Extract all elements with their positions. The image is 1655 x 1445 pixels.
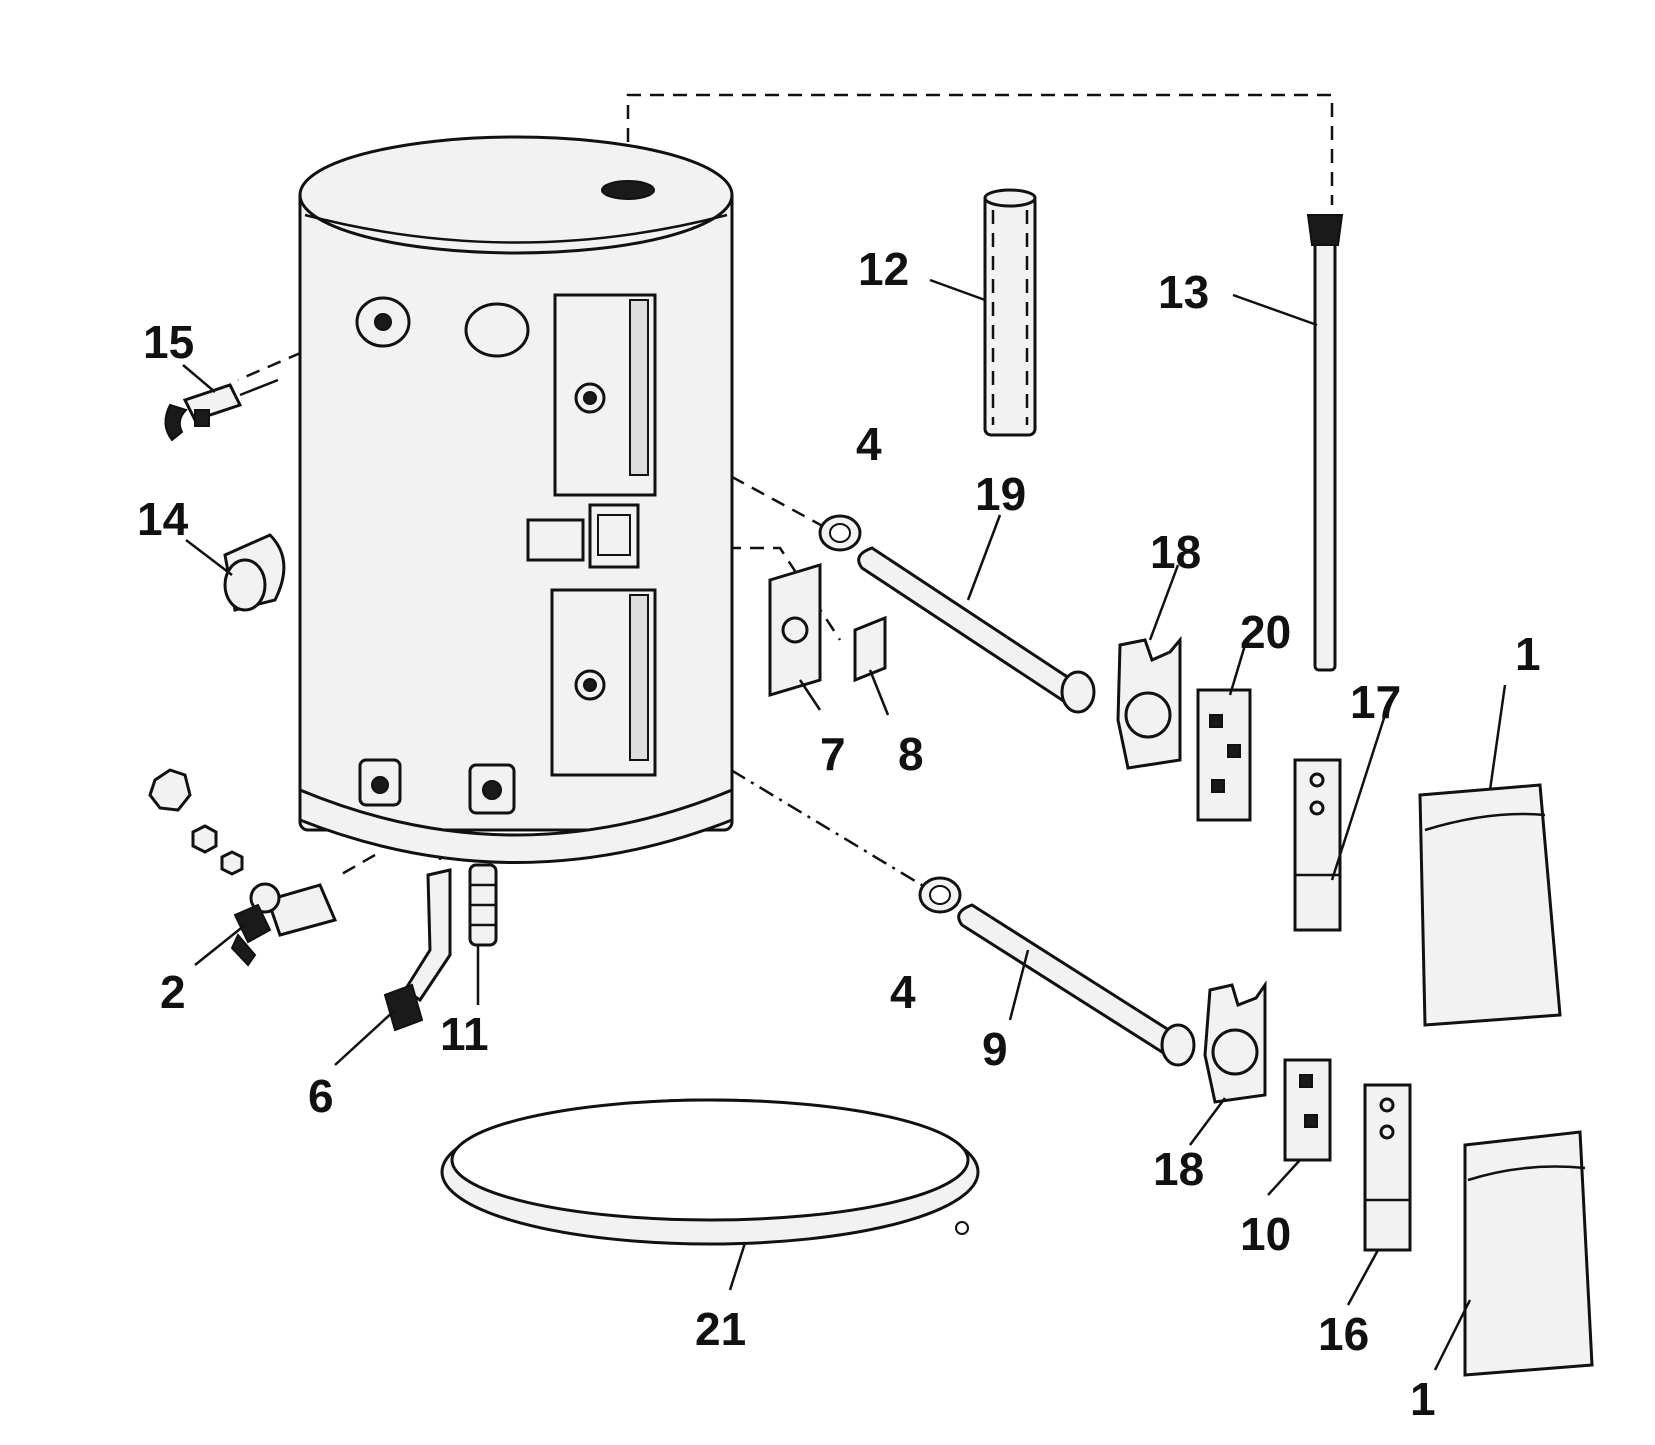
tank-shell: [298, 188, 734, 832]
water-heater-tank: [298, 135, 734, 864]
relief-valve: [164, 378, 279, 442]
tank-bottom-band: [298, 787, 734, 864]
upper-thermostat-bracket: [1116, 635, 1182, 770]
callout-13: 13: [1158, 266, 1209, 318]
relief-valve-port-hole: [374, 313, 392, 331]
inlet-port: [464, 302, 530, 358]
callout-11: 11: [440, 1008, 489, 1060]
junction-box-inner: [597, 514, 631, 556]
callout-12: 12: [858, 243, 909, 295]
upper-access-cover: [1418, 783, 1562, 1027]
coupling: [223, 533, 286, 612]
insulation-tube: [983, 188, 1037, 437]
callout-14: 14: [137, 493, 189, 545]
drain-valve-guide-line: [339, 853, 376, 877]
anode-guide-line: [626, 93, 1334, 205]
tank-top-rim: [304, 213, 728, 244]
callout-20: 20: [1240, 606, 1291, 658]
callout-7: 7: [820, 728, 846, 780]
rating-label: [526, 518, 585, 562]
leader-lines: [182, 278, 1507, 1371]
drain-valve-hardware: [148, 768, 244, 876]
outlet-nipple: [468, 863, 498, 947]
callout-1-lower: 1: [1410, 1373, 1436, 1425]
callout-18-lower: 18: [1153, 1143, 1204, 1195]
callout-17: 17: [1350, 676, 1401, 728]
drain-port-hole: [371, 776, 389, 794]
callout-6: 6: [308, 1070, 334, 1122]
wire-cover: [853, 615, 887, 683]
outlet-port-hole: [482, 780, 502, 800]
upper-heating-element: [857, 546, 1096, 714]
callout-18-upper: 18: [1150, 526, 1201, 578]
element-cover-plate: [768, 562, 822, 698]
lower-thermostat-bracket: [1203, 980, 1267, 1104]
anode-rod: [1306, 214, 1344, 672]
lower-insulation-plate: [1363, 1083, 1412, 1252]
drain-valve: [230, 882, 338, 967]
base-ring: [440, 1098, 980, 1246]
callout-15: 15: [143, 316, 194, 368]
tank-top: [298, 135, 734, 255]
callout-1-upper: 1: [1515, 628, 1541, 680]
callout-4-lower: 4: [890, 966, 916, 1018]
upper-insulation-strip: [629, 299, 649, 476]
callout-2: 2: [160, 966, 186, 1018]
callout-4-upper: 4: [856, 418, 882, 470]
lower-insulation-strip: [629, 594, 649, 761]
callout-21: 21: [695, 1303, 746, 1355]
upper-element-port-hole: [583, 391, 597, 405]
lower-gasket: [918, 876, 962, 914]
upper-gasket: [818, 514, 862, 552]
anode-port: [601, 180, 655, 200]
lower-element-port-hole: [583, 678, 597, 692]
callout-9: 9: [982, 1023, 1008, 1075]
callout-8: 8: [898, 728, 924, 780]
dip-tube: [383, 868, 452, 1032]
upper-insulation-plate: [1293, 758, 1342, 932]
callout-16: 16: [1318, 1308, 1369, 1360]
lower-heating-element: [957, 903, 1196, 1067]
callout-labels: 1 1 2 4 4 6 7 8 9 10 11 12 13 14 15 16 1…: [137, 243, 1541, 1425]
callout-10: 10: [1240, 1208, 1291, 1260]
upper-thermostat: [1196, 688, 1252, 822]
lower-access-cover: [1463, 1130, 1594, 1377]
callout-19: 19: [975, 468, 1026, 520]
lower-thermostat: [1283, 1058, 1332, 1162]
